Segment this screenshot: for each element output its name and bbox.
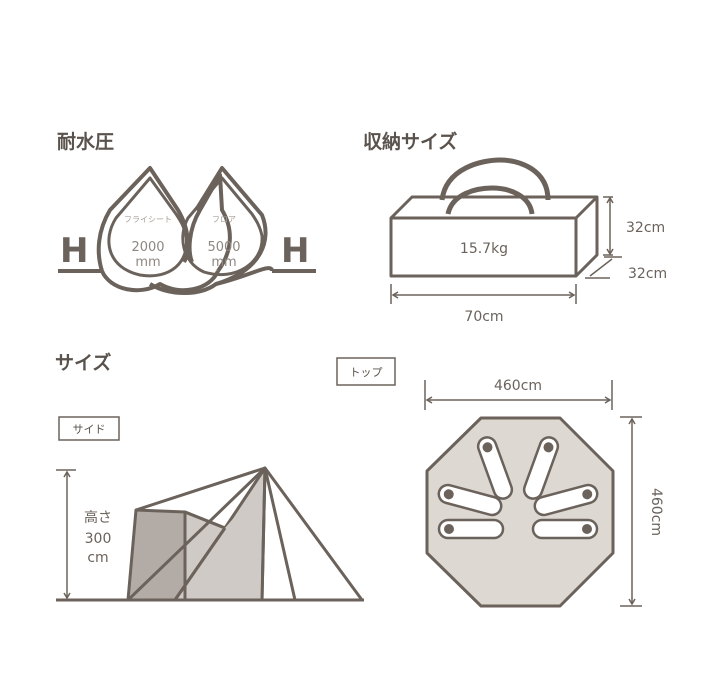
water-pressure-heading: 耐水圧 — [57, 131, 114, 153]
top-depth: 460cm — [648, 488, 664, 536]
storage-heading: 収納サイズ — [363, 130, 457, 153]
storage-depth-dimension — [585, 256, 622, 279]
top-tag: トップ — [350, 366, 383, 379]
top-width: 460cm — [494, 378, 542, 394]
storage-height: 32cm — [626, 220, 665, 236]
storage-section: 収納サイズ 15.7kg 32cm 32cm — [363, 130, 667, 325]
floor-value: 5000 — [207, 240, 240, 255]
side-tag: サイド — [73, 423, 106, 436]
top-tag-box — [336, 357, 396, 386]
storage-weight: 15.7kg — [460, 241, 508, 257]
water-pressure-right-letter: H — [281, 231, 309, 271]
storage-width-dimension — [390, 284, 577, 304]
fly-value: 2000 — [131, 240, 164, 255]
side-height-unit: cm — [87, 550, 108, 566]
storage-bag-icon — [389, 157, 599, 278]
floor-label: フロア — [212, 215, 236, 224]
size-section: サイズ サイド 高さ 300 cm — [55, 351, 664, 608]
side-height-value: 300 — [85, 531, 112, 547]
fly-unit: mm — [135, 255, 160, 270]
sleeping-bags-icon — [437, 436, 599, 540]
fly-label: フライシート — [124, 215, 172, 224]
water-drops-icon — [58, 166, 316, 295]
floor-unit: mm — [211, 255, 236, 270]
top-width-dimension — [424, 380, 613, 410]
top-view: トップ 460cm 460cm — [336, 357, 664, 608]
storage-depth: 32cm — [628, 266, 667, 282]
storage-width: 70cm — [464, 309, 503, 325]
storage-height-dimension — [603, 196, 614, 256]
side-tag-box — [58, 416, 120, 441]
tent-floor-octagon — [425, 416, 615, 608]
size-heading: サイズ — [55, 351, 111, 374]
side-view: サイド 高さ 300 cm — [56, 416, 364, 602]
water-pressure-left-letter: H — [60, 231, 88, 271]
top-depth-dimension — [620, 416, 642, 607]
water-pressure-section: 耐水圧 H H フライシート 2000 mm フロア 5000 mm — [57, 131, 316, 295]
tent-side-icon — [56, 466, 364, 602]
side-height-dimension — [56, 469, 76, 601]
side-height-label: 高さ — [84, 509, 112, 526]
